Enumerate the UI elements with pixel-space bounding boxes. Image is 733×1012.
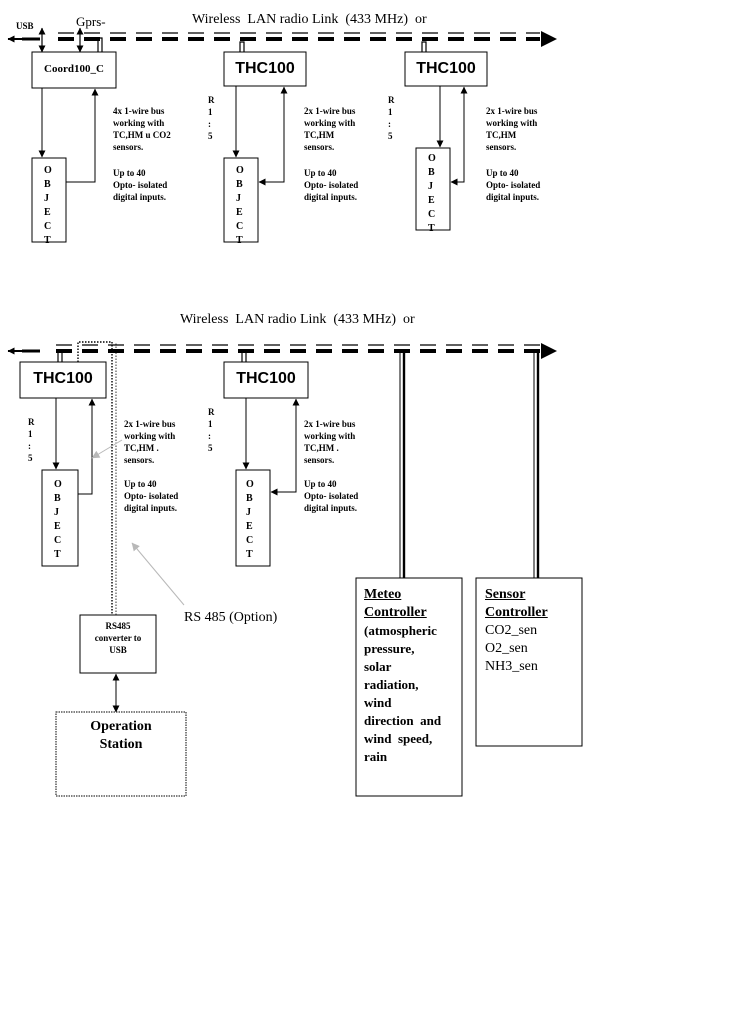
meteo-controller-box [355,577,463,797]
top-wireless-bus [7,31,557,47]
bottom-wireless-title: Wireless LAN radio Link (433 MHz) or [180,312,415,327]
object-text-top-1: O B J E C T [44,165,52,246]
rs485-line [77,341,113,615]
object-text-top-3: O B J E C T [428,153,436,234]
object-box-top-2 [223,157,259,243]
gprs-label: Gprs- [76,14,106,29]
usb-label: USB [16,21,34,31]
operation-station-box [55,711,187,797]
thc-bottom-a-bus-desc: 2x 1-wire bus working with TC,HM . senso… [124,419,176,465]
sensor-title-2: Controller [485,605,548,620]
rs-label-top-b: R 1 : 5 [388,95,395,141]
thc-box-top-a [223,51,307,87]
coordinator-label: Coord100_C [44,63,104,75]
sensor-items: CO2_sen O2_sen NH3_sen [485,623,538,674]
thc-bottom-b-inputs-desc: Up to 40 Opto- isolated digital inputs. [304,479,359,513]
object-box-top-3 [415,147,451,231]
sensor-controller-box [475,577,583,747]
thc-bottom-a-inputs-desc: Up to 40 Opto- isolated digital inputs. [124,479,179,513]
thc-bottom-b-bus-desc: 2x 1-wire bus working with TC,HM . senso… [304,419,356,465]
thc-label-bottom-b: THC100 [236,370,296,387]
coord-bus-desc: 4x 1-wire bus working with TC,HM u CO2 s… [113,106,171,152]
meteo-title-1: Meteo [364,587,402,602]
meteo-desc: (atmospheric pressure, solar radiation, … [364,623,442,764]
thc-box-bottom-b [223,361,309,399]
thc-label-bottom-a: THC100 [33,370,93,387]
thc-b-bus-desc: 2x 1-wire bus working with TC,HM sensors… [486,106,538,152]
rs485-converter-label: RS485 converter to USB [94,621,142,655]
rs485-option-label: RS 485 (Option) [184,610,278,625]
thc-box-top-b [404,51,488,87]
object-text-bottom-1: O B J E C T [54,479,62,560]
object-text-top-2: O B J E C T [236,165,244,246]
object-box-top-1 [31,157,67,243]
thc-label-top-b: THC100 [416,60,476,77]
object-box-bottom-2 [235,469,271,567]
bus-arrow-right-icon [541,31,557,47]
object-box-bottom-1 [41,469,79,567]
bus-arrow-right-icon-2 [541,343,557,359]
coordinator-box [31,51,117,89]
bottom-wireless-bus [7,343,557,359]
rs-label-top-a: R 1 : 5 [208,95,215,141]
rs-label-bottom-b: R 1 : 5 [208,407,215,453]
thc-label-top-a: THC100 [235,60,295,77]
rs485-converter-box [79,614,157,674]
rs-label-bottom-a: R 1 : 5 [28,417,35,463]
sensor-title-1: Sensor [485,587,526,602]
thc-box-bottom-a [19,361,107,399]
thc-b-inputs-desc: Up to 40 Opto- isolated digital inputs. [486,168,541,202]
top-wireless-title: Wireless LAN radio Link (433 MHz) or [192,12,427,27]
thc-a-bus-desc: 2x 1-wire bus working with TC,HM sensors… [304,106,356,152]
thc-a-inputs-desc: Up to 40 Opto- isolated digital inputs. [304,168,359,202]
operation-station-label: Operation Station [90,719,152,752]
coord-inputs-desc: Up to 40 Opto- isolated digital inputs. [113,168,168,202]
object-text-bottom-2: O B J E C T [246,479,254,560]
meteo-title-2: Controller [364,605,427,620]
